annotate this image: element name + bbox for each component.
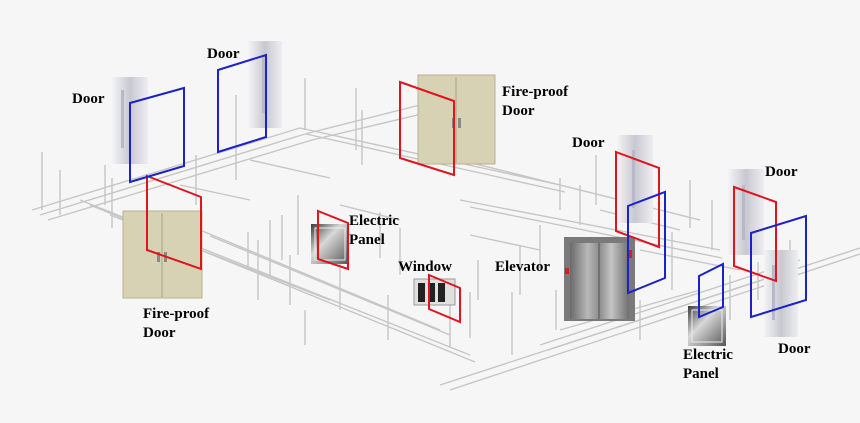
red-frame-window <box>428 273 461 324</box>
label-door-4: Door <box>765 164 798 180</box>
label-electric-panel-right: Electric Panel <box>683 346 733 384</box>
label-fireproof-door-left-line1: Fire-proof <box>143 306 210 322</box>
label-door-3: Door <box>572 135 605 151</box>
label-window: Window <box>398 259 452 275</box>
label-elevator: Elevator <box>495 259 550 275</box>
label-fireproof-door-left-line2: Door <box>143 325 176 341</box>
label-electric-panel-center-line2: Panel <box>349 232 385 248</box>
red-frame-electric-panel <box>317 209 349 271</box>
label-electric-panel-center-line1: Electric <box>349 213 399 229</box>
blue-frame-electric-panel <box>698 262 724 319</box>
red-frame-fireproof-left <box>146 174 202 271</box>
door-image-5 <box>764 250 798 337</box>
label-electric-panel-right-line2: Panel <box>683 366 719 382</box>
electric-panel-image-right <box>688 306 726 346</box>
blue-frame-door-3 <box>627 190 666 295</box>
fireproof-door-image-top <box>417 74 496 165</box>
label-electric-panel-right-line1: Electric <box>683 347 733 363</box>
red-frame-door-4 <box>733 185 777 283</box>
label-fireproof-door-top-line1: Fire-proof <box>502 84 569 100</box>
blue-frame-door-1 <box>129 86 185 184</box>
red-frames <box>146 80 777 324</box>
elevator-image <box>564 237 635 321</box>
label-door-5: Door <box>778 341 811 357</box>
blue-frames <box>129 53 807 319</box>
label-fireproof-door-top-line2: Door <box>502 103 535 119</box>
electric-panel-image-center <box>311 224 349 264</box>
blue-frame-door-4 <box>750 214 807 319</box>
label-electric-panel-center: Electric Panel <box>349 212 399 250</box>
door-image-3 <box>617 135 653 223</box>
red-frame-door-3 <box>615 150 660 249</box>
red-frame-fireproof-top <box>399 80 455 177</box>
label-fireproof-door-left: Fire-proof Door <box>143 305 209 343</box>
label-fireproof-door-top: Fire-proof Door <box>502 83 568 121</box>
blue-frame-door-2 <box>217 53 267 154</box>
label-door-2: Door <box>207 46 240 62</box>
label-door-1: Door <box>72 91 105 107</box>
